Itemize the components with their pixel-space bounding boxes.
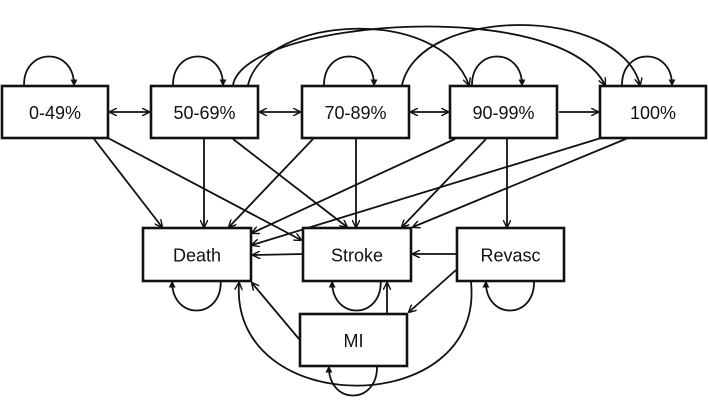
- edge-s50-69-to-s90-99: [247, 27, 469, 85]
- node-death: Death: [141, 226, 253, 283]
- edges-layer: [23, 24, 676, 397]
- edge-revasc-to-mi: [409, 269, 457, 312]
- node-revasc: Revasc: [455, 226, 566, 283]
- self-loop-s0-49: [23, 55, 78, 87]
- self-loop-s50-69: [172, 55, 227, 87]
- node-box: [598, 84, 708, 140]
- node-box: [149, 84, 260, 140]
- node-label: Revasc: [480, 246, 540, 266]
- node-s0-49: 0-49%: [0, 84, 110, 140]
- edge-s70-89-to-death: [229, 138, 314, 227]
- edge-s90-99-to-stroke: [402, 138, 487, 227]
- self-loop-mi: [325, 365, 378, 397]
- node-label: 0-49%: [29, 103, 81, 123]
- node-stroke: Stroke: [301, 226, 413, 283]
- node-box: [300, 84, 411, 140]
- self-loop-stroke: [328, 280, 382, 312]
- self-loop-s70-89: [323, 55, 378, 87]
- edge-stroke-to-death: [253, 254, 304, 255]
- node-box: [0, 84, 110, 140]
- node-s90-99: 90-99%: [448, 84, 559, 140]
- node-label: MI: [344, 331, 364, 351]
- edge-s0-49-to-death: [93, 138, 162, 227]
- node-label: 90-99%: [472, 103, 534, 123]
- self-loop-s100: [621, 55, 676, 87]
- edge-revasc-to-death: [239, 281, 473, 387]
- node-label: 50-69%: [173, 103, 235, 123]
- edge-s70-89-to-s100: [401, 24, 640, 85]
- node-box: [448, 84, 559, 140]
- self-loop-s90-99: [471, 55, 526, 87]
- node-label: 100%: [630, 103, 676, 123]
- edge-mi-to-death: [252, 283, 300, 340]
- node-s70-89: 70-89%: [300, 84, 411, 140]
- edge-s100-to-stroke: [413, 137, 629, 227]
- node-label: Death: [173, 246, 221, 266]
- node-box: [301, 226, 413, 283]
- node-label: Stroke: [331, 246, 383, 266]
- node-mi: MI: [298, 312, 409, 368]
- edge-s50-69-to-s100: [232, 25, 605, 85]
- edge-s50-69-to-stroke: [232, 138, 347, 227]
- nodes-layer: 0-49% 50-69% 70-89% 90-99% 100% Death Stroke Re…: [0, 84, 708, 368]
- node-label: 70-89%: [324, 103, 386, 123]
- node-s100: 100%: [598, 84, 708, 140]
- node-box: [141, 226, 253, 283]
- self-loop-revasc: [482, 280, 535, 312]
- node-box: [455, 226, 566, 283]
- node-s50-69: 50-69%: [149, 84, 260, 140]
- edge-s90-99-to-death: [252, 138, 456, 233]
- self-loop-death: [168, 280, 222, 312]
- node-box: [298, 312, 409, 368]
